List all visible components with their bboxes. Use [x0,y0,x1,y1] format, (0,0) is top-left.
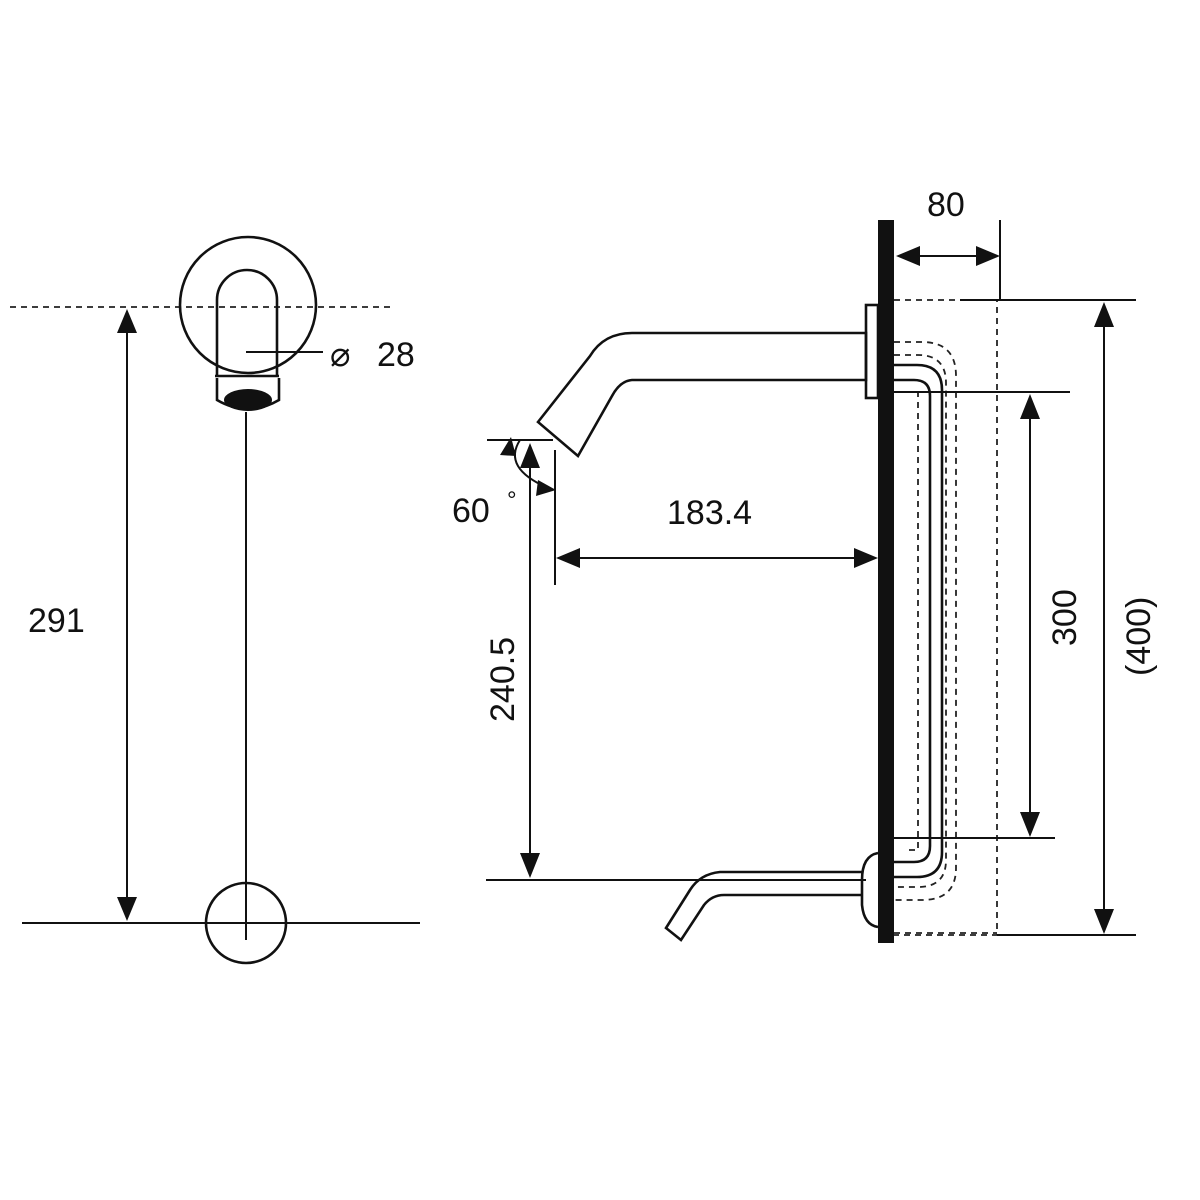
height-arrow-top [117,309,137,333]
overall-height-label: (400) [1120,597,1158,676]
angle-label: 60 [452,492,490,530]
lower-valve-body [860,851,879,929]
reach-arrow-left [556,548,580,568]
reach-label: 183.4 [667,494,752,532]
lower-spout-outline [664,870,862,942]
aerator-outlet [224,389,272,411]
depth-label: 80 [927,186,965,224]
overall-height-arrow-top [1094,302,1114,327]
concealed-body-dashed-3 [906,391,919,851]
depth-arrow-right [976,246,1000,266]
upper-escutcheon-plate [864,303,880,400]
upper-spout-outline [536,331,868,459]
pipe-length-arrow-top [1020,394,1040,419]
outlet-height-label: 240.5 [484,637,522,722]
outlet-height-arrow-top [520,443,540,468]
pipe-length-arrow-bottom [1020,812,1040,837]
diameter-label: 28 [377,336,415,374]
overall-height-arrow-bottom [1094,909,1114,934]
pipe-length-label: 300 [1046,589,1084,646]
angle-arrow-top [500,437,516,456]
spout-front-outline [215,268,279,375]
valve-circle [204,881,288,965]
height-label: 291 [28,602,85,640]
wall [878,220,894,943]
spout-escutcheon-circle [178,235,318,375]
outlet-height-arrow-bottom [520,853,540,878]
concealed-body-dashed-2 [894,354,947,888]
angle-arrow-bottom [536,480,556,496]
reach-arrow-right [854,548,878,568]
height-arrow-bottom [117,897,137,921]
concealed-box-dashed [894,299,998,936]
side-view: 60 ° 183.4 240.5 80 300 (400) [452,186,1158,943]
front-view: ⌀ 28 291 [10,235,420,965]
concealed-pipe-outline [894,363,944,879]
angle-unit: ° [507,487,517,514]
diameter-symbol: ⌀ [330,336,350,374]
depth-arrow-left [896,246,920,266]
concealed-pipe-inner [894,378,932,864]
